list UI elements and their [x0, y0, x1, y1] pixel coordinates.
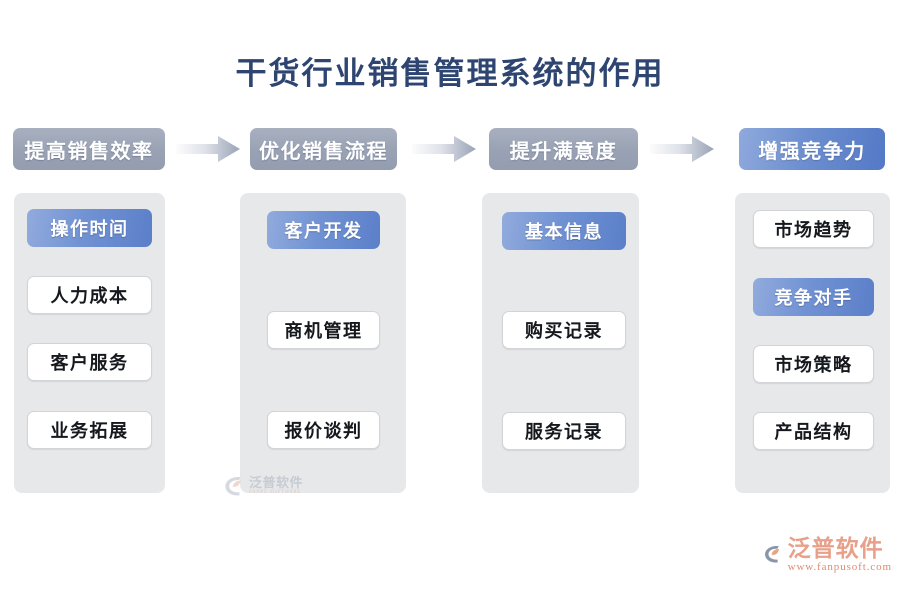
stage-3-item-3[interactable]: 服务记录 [502, 412, 626, 450]
stage-3-item-1[interactable]: 基本信息 [502, 212, 626, 250]
stage-2-item-1[interactable]: 客户开发 [267, 211, 380, 249]
flow-arrow-1-icon [176, 136, 240, 162]
stage-4-item-3[interactable]: 市场策略 [753, 345, 874, 383]
flow-arrow-2-icon [412, 136, 476, 162]
brand-url: www.fanpusoft.com [787, 561, 892, 573]
stage-1-item-2[interactable]: 人力成本 [27, 276, 152, 314]
stage-header-3[interactable]: 提升满意度 [489, 128, 638, 170]
stage-3-item-2[interactable]: 购买记录 [502, 311, 626, 349]
stage-4-item-1[interactable]: 市场趋势 [753, 210, 874, 248]
brand-logo: 泛普软件 www.fanpusoft.com [762, 536, 892, 582]
stage-1-item-4[interactable]: 业务拓展 [27, 411, 152, 449]
stage-1-item-3[interactable]: 客户服务 [27, 343, 152, 381]
brand-name: 泛普软件 [787, 536, 884, 561]
flow-arrow-3-icon [650, 136, 714, 162]
stage-header-4[interactable]: 增强竞争力 [739, 128, 885, 170]
stage-4-item-2[interactable]: 竞争对手 [753, 278, 874, 316]
stage-2-item-3[interactable]: 报价谈判 [267, 411, 380, 449]
stage-4-item-4[interactable]: 产品结构 [753, 412, 874, 450]
stage-header-1[interactable]: 提高销售效率 [13, 128, 165, 170]
stage-header-2[interactable]: 优化销售流程 [250, 128, 397, 170]
fanpu-logo-icon [765, 545, 779, 563]
stage-1-item-1[interactable]: 操作时间 [27, 209, 152, 247]
stage-2-item-2[interactable]: 商机管理 [267, 311, 380, 349]
page-title: 干货行业销售管理系统的作用 [235, 56, 665, 91]
